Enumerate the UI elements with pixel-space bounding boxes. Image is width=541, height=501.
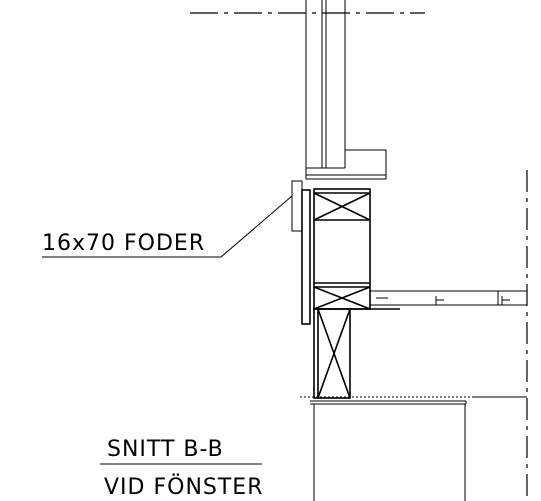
window-sill (305, 149, 387, 180)
section-subtitle: VID FÖNSTER (104, 474, 264, 500)
annotation-label: 16x70 FODER (42, 231, 205, 256)
section-title: SNITT B-B (107, 437, 224, 462)
floor-joist (350, 290, 527, 310)
annotation-leader (42, 195, 293, 258)
window-frame (305, 0, 346, 169)
lower-wall (300, 396, 527, 501)
trim-board (291, 180, 311, 325)
wall-studs (313, 188, 371, 399)
